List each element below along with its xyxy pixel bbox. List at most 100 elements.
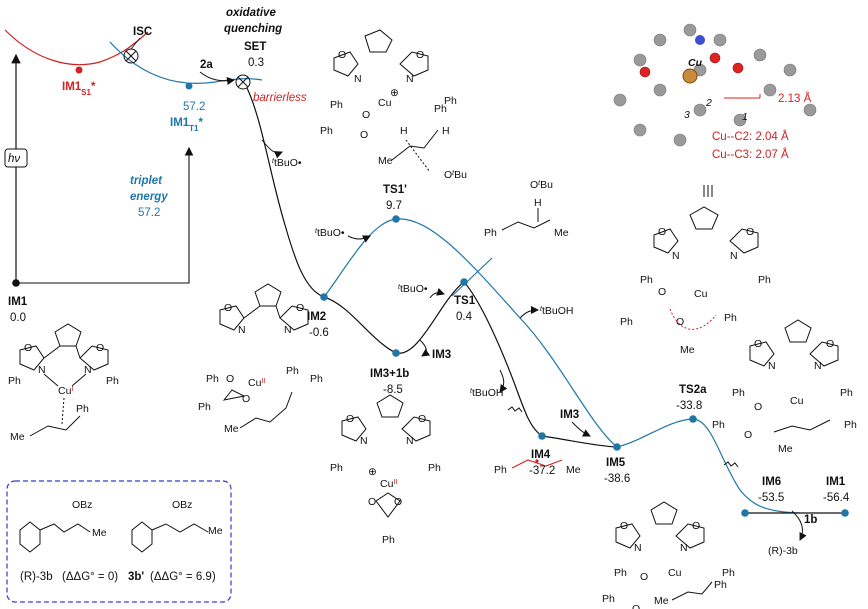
xray-c1-label: 1 xyxy=(742,111,748,123)
xray-dist-1: 2.13 Å xyxy=(778,92,812,105)
im4-name: IM4 xyxy=(531,449,551,461)
tbuoh-label-1: ttBuOH xyxy=(540,305,573,317)
im1-t1-point xyxy=(186,83,193,90)
svg-text:O: O xyxy=(368,496,376,508)
im1-end-name: IM1 xyxy=(826,476,846,488)
barrierless-label: barrierless xyxy=(253,92,307,104)
svg-text:O: O xyxy=(620,520,628,532)
svg-text:Ph: Ph xyxy=(724,312,737,324)
svg-text:OtBu: OtBu xyxy=(530,179,553,191)
svg-text:Ph: Ph xyxy=(844,419,857,431)
set-label: SET xyxy=(244,41,266,53)
triplet-arrow-line xyxy=(16,148,189,283)
im3-name: IM3+1b xyxy=(370,368,409,380)
svg-text:O: O xyxy=(692,520,700,532)
svg-text:O: O xyxy=(754,401,762,413)
svg-text:Me: Me xyxy=(378,155,393,167)
svg-text:N: N xyxy=(360,435,368,447)
svg-text:O: O xyxy=(226,373,234,385)
im1-energy: 0.0 xyxy=(10,312,26,324)
b3p-name: 3b' xyxy=(128,571,144,583)
im6-point xyxy=(741,509,749,517)
svg-text:H: H xyxy=(400,125,408,137)
s1-curve xyxy=(5,30,148,65)
svg-text:Ph: Ph xyxy=(330,99,343,111)
complex-ts1-allyl: Ph Me OtBu H xyxy=(484,179,569,239)
im5-name: IM5 xyxy=(606,457,626,469)
svg-text:N: N xyxy=(680,542,688,554)
tbuoh-label-2: ttBuOH xyxy=(470,387,503,399)
im1-t1-label: IM1T1* xyxy=(170,117,204,133)
svg-text:Ph: Ph xyxy=(640,274,653,286)
svg-text:Ph: Ph xyxy=(722,567,735,579)
im5-energy: -38.6 xyxy=(604,473,630,485)
ts1-to-im4-curve xyxy=(464,282,542,436)
tbuo-label-3: ttBuO• xyxy=(398,283,428,295)
svg-text:H: H xyxy=(442,125,450,137)
im2-to-im3-curve xyxy=(324,282,464,353)
svg-text:Me: Me xyxy=(10,431,25,443)
svg-text:O: O xyxy=(346,413,354,425)
tbuo-label-2: ttBuO• xyxy=(315,227,345,239)
svg-text:O: O xyxy=(754,338,762,350)
svg-text:Ph: Ph xyxy=(106,375,119,387)
svg-text:N: N xyxy=(238,324,246,336)
svg-text:⊕: ⊕ xyxy=(368,466,377,478)
svg-text:Ph: Ph xyxy=(320,125,333,137)
r3b-dg: (ΔΔG° = 0) xyxy=(62,571,118,583)
oxq-label-2: quenching xyxy=(224,23,282,35)
photo-region: hν ISC IM1S1* 57.2 IM1T1* triplet energy… xyxy=(5,7,307,283)
hv-label: hν xyxy=(8,153,20,165)
svg-text:Me: Me xyxy=(554,227,569,239)
im4-point xyxy=(538,432,546,440)
break-mark-1 xyxy=(508,407,522,412)
svg-text:Ph: Ph xyxy=(382,534,395,546)
isc-label: ISC xyxy=(133,26,152,38)
svg-text:N: N xyxy=(406,73,414,85)
triplet-label-2: energy xyxy=(130,191,168,203)
svg-text:N: N xyxy=(768,360,776,372)
r3b-label: (R)-3b xyxy=(768,545,798,557)
svg-text:N: N xyxy=(406,435,414,447)
svg-text:Ph: Ph xyxy=(602,593,615,605)
product-box: OBz Me (R)-3b (ΔΔG° = 0) OBz Me 3b' (ΔΔG… xyxy=(7,481,231,602)
svg-text:O: O xyxy=(658,226,666,238)
svg-text:O: O xyxy=(746,226,754,238)
im1-name: IM1 xyxy=(8,296,28,308)
r3b-name: (R)-3b xyxy=(20,571,53,583)
complex-right-ts: O O N N Cu Ph Ph O Ph O Ph Me xyxy=(620,185,771,356)
svg-text:Ph: Ph xyxy=(330,462,343,474)
im1-end-point xyxy=(841,509,849,517)
svg-text:Me: Me xyxy=(778,443,793,455)
complex-im3: O O N N CuII ⊕ Ph Ph O O Ph xyxy=(330,395,441,546)
complex-ts2a: O O N N Cu Ph Ph O Ph O Ph Me xyxy=(712,320,857,455)
svg-text:N: N xyxy=(672,250,680,262)
xray-dist-3: Cu--C3: 2.07 Å xyxy=(712,148,789,161)
svg-text:Ph: Ph xyxy=(198,401,211,413)
ts2a-name: TS2a xyxy=(679,384,707,396)
svg-text:O: O xyxy=(24,342,32,354)
svg-text:Cu: Cu xyxy=(790,395,804,407)
im3-energy: -8.5 xyxy=(383,384,403,396)
svg-text:Me: Me xyxy=(680,344,695,356)
im3-in-label: IM3 xyxy=(560,409,579,421)
im2-name: IM2 xyxy=(307,311,326,323)
im2-energy: -0.6 xyxy=(309,327,329,339)
xray-c3-label: 3 xyxy=(684,109,690,121)
svg-text:Cu: Cu xyxy=(668,567,682,579)
complex-im1: O O N N CuI Ph Ph Ph Me xyxy=(8,324,119,443)
svg-text:Ph: Ph xyxy=(494,464,507,476)
svg-text:O: O xyxy=(658,286,666,298)
svg-text:OtBu: OtBu xyxy=(444,169,467,181)
svg-text:Me: Me xyxy=(566,464,581,476)
im4-to-im5-curve xyxy=(542,436,617,447)
svg-text:N: N xyxy=(634,542,642,554)
svg-text:Ph: Ph xyxy=(620,316,633,328)
svg-text:Ph: Ph xyxy=(714,579,727,591)
svg-text:Ph: Ph xyxy=(840,387,853,399)
svg-text:⊕: ⊕ xyxy=(390,87,399,99)
dft-structure: Cu 1 2 3 2.13 Å Cu--C2: 2.04 Å Cu--C3: 2… xyxy=(595,3,845,163)
xray-c2-label: 2 xyxy=(705,97,712,109)
svg-text:CuII: CuII xyxy=(380,478,397,490)
oxq-label-1: oxidative xyxy=(226,7,276,19)
